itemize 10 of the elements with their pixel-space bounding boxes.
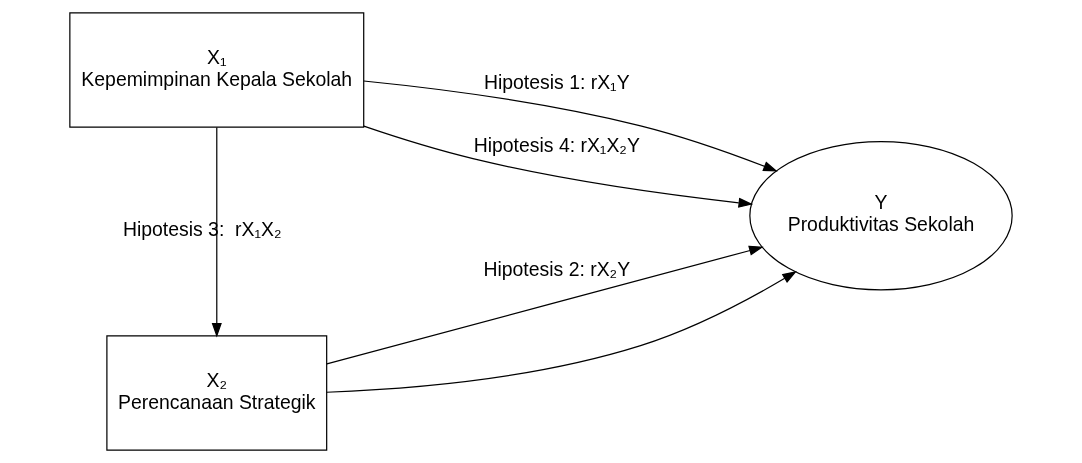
arrow bbox=[363, 125, 754, 208]
arrow bbox=[326, 271, 797, 393]
edge-label: Hipotesis 1: rX₁Y bbox=[483, 71, 630, 94]
node-box: X₂ Perencanaan Strategik bbox=[106, 335, 328, 451]
node-box: X₁ Kepemimpinan Kepala Sekolah bbox=[69, 12, 365, 128]
arrow bbox=[326, 245, 764, 365]
edge-label: Hipotesis 4: rX₁X₂Y bbox=[473, 134, 640, 157]
arrow bbox=[211, 126, 222, 338]
edge-label: Hipotesis 2: rX₂Y bbox=[483, 258, 631, 281]
arrow bbox=[363, 80, 778, 172]
